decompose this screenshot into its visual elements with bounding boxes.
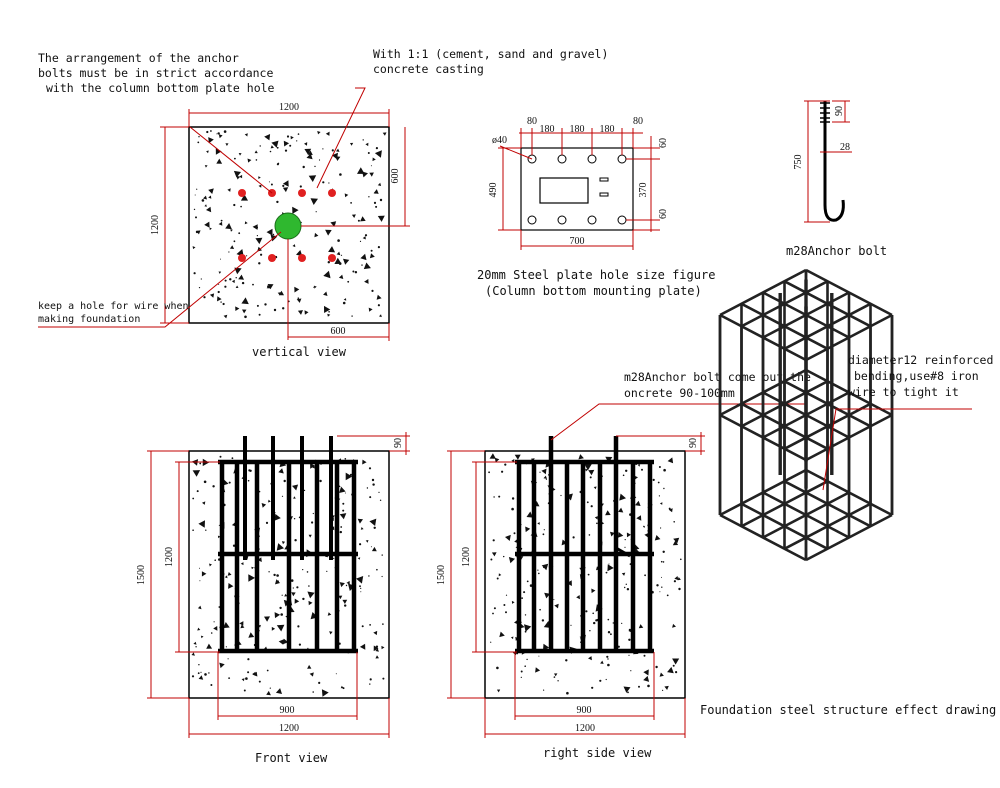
note-wire-1: keep a hole for wire when: [38, 301, 189, 312]
dim-top-width: 1200: [279, 102, 299, 113]
cage-3d: diameter12 reinforced bending,use#8 iron…: [700, 268, 996, 717]
note-anchor-1: The arrangement of the anchor: [38, 51, 239, 65]
dim-side-cage-height: 1200: [461, 547, 472, 567]
dim-top-height: 1200: [150, 215, 161, 235]
plate-hole: [527, 215, 537, 225]
steel-plate: 80 180 180 180 80 ø40 490 700 60 370 60 …: [477, 116, 715, 298]
anchor-hole: [298, 189, 306, 197]
foundation-block-side: [484, 450, 686, 699]
anchor-hole: [268, 254, 276, 262]
dim-plate-height: 490: [488, 183, 499, 198]
rebar-cage-front: [218, 436, 358, 654]
dim-bolt-length: 750: [793, 155, 804, 170]
concrete-speckle-front: [191, 455, 385, 697]
dim-side-width: 1200: [575, 723, 595, 734]
note-concrete-2: concrete casting: [373, 62, 484, 76]
dim-plate-hole: ø40: [492, 135, 507, 146]
plate-hole: [587, 154, 597, 164]
dim-plate-pitch-2: 180: [570, 124, 585, 135]
note-protrusion-2: oncrete 90-100mm: [624, 386, 735, 400]
plate-hole: [617, 154, 627, 164]
dim-side-protrusion: 90: [688, 438, 699, 448]
side-view: 90 1500 1200 900 1200 m28Anchor bolt com…: [436, 370, 811, 760]
bolt-hook: [823, 199, 845, 222]
leader-reinforcement: [822, 408, 972, 491]
note-reinforce-3: wire to tight it: [848, 385, 959, 399]
dim-bolt-thread: 90: [834, 106, 845, 116]
note-anchor-3: with the column bottom plate hole: [46, 81, 275, 95]
anchor-bolt-detail: 750 90 28 m28Anchor bolt: [786, 100, 887, 258]
foundation-slab-top: [188, 126, 390, 324]
dim-plate-pitch-1: 180: [540, 124, 555, 135]
leader-wire-hole: [38, 231, 282, 328]
caption-effect-drawing: Foundation steel structure effect drawin…: [700, 703, 996, 717]
front-view: 90 1500 1200 900 1200 Front view: [136, 432, 410, 765]
dim-front-cage-width: 900: [280, 705, 295, 716]
dim-plate-top-edge: 60: [658, 138, 669, 148]
dim-side-cage-width: 900: [577, 705, 592, 716]
dim-plate-width: 700: [570, 236, 585, 247]
note-concrete-1: With 1:1 (cement, sand and gravel): [373, 47, 608, 61]
dim-front-protrusion: 90: [393, 438, 404, 448]
dim-plate-edge-left: 80: [527, 116, 537, 127]
note-wire-2: making foundation: [38, 314, 140, 325]
anchor-hole: [238, 189, 246, 197]
rebar-cage-side: [515, 436, 654, 654]
plate-hole: [557, 154, 567, 164]
caption-plate-2: (Column bottom mounting plate): [485, 284, 702, 298]
leader-concrete: [316, 87, 366, 189]
concrete-speckle-side: [488, 453, 682, 695]
caption-anchor-bolt: m28Anchor bolt: [786, 244, 887, 258]
plate-hole: [557, 215, 567, 225]
caption-side-view: right side view: [543, 746, 652, 760]
foundation-block-front: [188, 450, 390, 699]
dim-front-height: 1500: [136, 565, 147, 585]
dim-side-height: 1500: [436, 565, 447, 585]
dim-plate-bottom-edge: 60: [658, 209, 669, 219]
dim-plate-pitch-3: 180: [600, 124, 615, 135]
dim-front-width: 1200: [279, 723, 299, 734]
dim-bolt-diameter: 28: [840, 142, 850, 153]
dim-plate-hole-span: 370: [638, 183, 649, 198]
note-reinforce-1: diameter12 reinforced: [848, 353, 993, 367]
leader-anchor: [189, 126, 273, 194]
caption-plate-1: 20mm Steel plate hole size figure: [477, 268, 715, 282]
caption-vertical-view: vertical view: [252, 345, 347, 359]
caption-front-view: Front view: [255, 751, 328, 765]
wire-hole: [274, 212, 302, 240]
note-anchor-2: bolts must be in strict accordance: [38, 66, 273, 80]
anchor-hole: [328, 189, 336, 197]
anchor-hole: [298, 254, 306, 262]
dim-front-cage-height: 1200: [164, 547, 175, 567]
plate-hole: [587, 215, 597, 225]
dim-top-half-h: 600: [331, 326, 346, 337]
plate-hole: [617, 215, 627, 225]
anchor-holes: [238, 189, 336, 262]
dim-top-half-v: 600: [390, 169, 401, 184]
anchor-hole: [238, 254, 246, 262]
vertical-view: 1200 1200 600 600 The arrangement of the…: [38, 47, 608, 359]
plate-opening: [539, 177, 589, 204]
note-reinforce-2: bending,use#8 iron: [854, 369, 979, 383]
plate-outline: [520, 147, 634, 231]
dim-plate-edge-right: 80: [633, 116, 643, 127]
plate-holes: [527, 154, 627, 225]
leader-bolt-protrusion: [550, 403, 805, 441]
anchor-hole: [328, 254, 336, 262]
